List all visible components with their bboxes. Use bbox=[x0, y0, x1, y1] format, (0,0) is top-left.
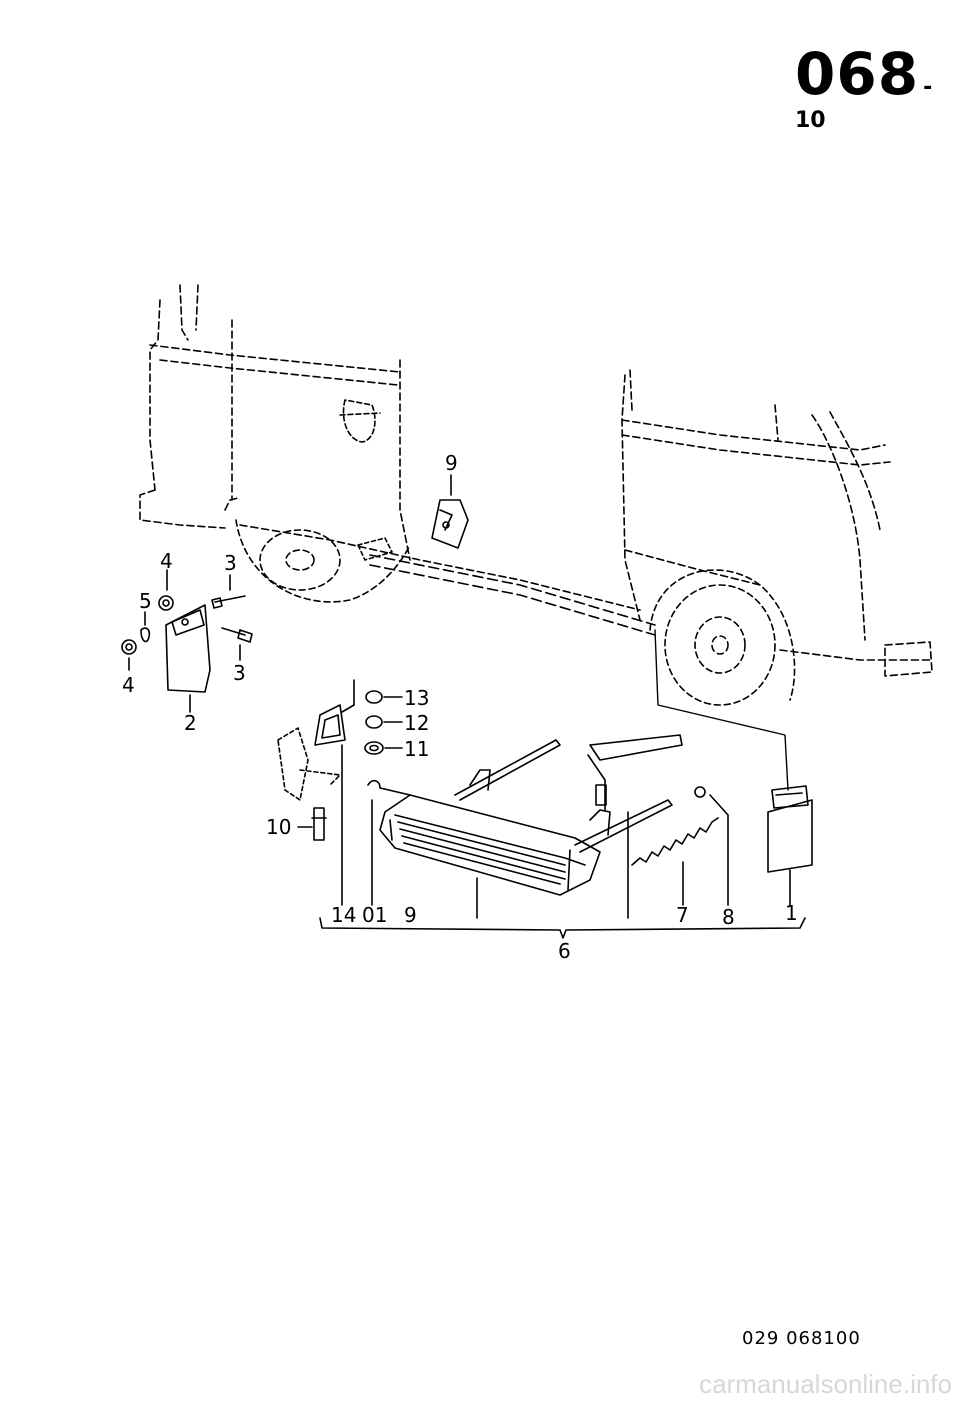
part-2-rear-mud-flap bbox=[165, 604, 211, 693]
callout-14: 14 bbox=[331, 903, 356, 927]
image-reference-code: 029 068100 bbox=[742, 1328, 861, 1349]
callout-7: 7 bbox=[676, 903, 689, 927]
vehicle-front-body bbox=[621, 369, 933, 677]
part-01-clip bbox=[367, 779, 411, 906]
callout-2: 2 bbox=[184, 711, 197, 735]
body-sill-line bbox=[369, 554, 656, 636]
callout-6: 6 bbox=[558, 939, 571, 963]
assembly-bracket-6 bbox=[319, 917, 806, 939]
part-11-washer bbox=[364, 741, 403, 755]
page-number: 068- 10 bbox=[795, 40, 960, 133]
callout-4-upper: 4 bbox=[160, 549, 173, 573]
callout-4-lower: 4 bbox=[122, 673, 135, 697]
part-4-nut-lower bbox=[121, 639, 137, 671]
part-6-running-board bbox=[379, 794, 601, 896]
callout-3-upper: 3 bbox=[224, 551, 237, 575]
watermark: carmanualsonline.info bbox=[699, 1369, 952, 1399]
callout-13: 13 bbox=[404, 686, 429, 710]
part-9-bracket-top bbox=[431, 474, 469, 549]
callout-8: 8 bbox=[722, 905, 735, 929]
callout-12: 12 bbox=[404, 711, 429, 735]
part-5-washer bbox=[140, 611, 151, 643]
assembly-leader-lines bbox=[476, 811, 629, 919]
callout-5: 5 bbox=[139, 589, 152, 613]
callout-labels: 9 4 3 5 4 3 2 13 12 11 10 14 01 9 7 8 1 … bbox=[122, 451, 798, 963]
leader-front-flap bbox=[654, 629, 789, 791]
vehicle-rear-body bbox=[139, 284, 641, 611]
part-14-support-plate bbox=[314, 679, 355, 906]
part-4-nut-upper bbox=[158, 569, 174, 611]
page-number-main: 068 bbox=[795, 40, 920, 108]
part-12-nut bbox=[365, 715, 403, 729]
callout-01: 01 bbox=[362, 903, 387, 927]
rear-wheel bbox=[235, 519, 411, 603]
body-mount-bracket bbox=[357, 537, 393, 561]
callout-10: 10 bbox=[266, 815, 291, 839]
callout-1: 1 bbox=[785, 901, 798, 925]
part-1-front-mud-flap bbox=[767, 785, 813, 906]
running-board-arms bbox=[454, 734, 683, 853]
front-wheel bbox=[649, 569, 796, 706]
part-3-bolt-upper bbox=[211, 574, 246, 609]
part-7-spring bbox=[631, 817, 719, 906]
callout-3-lower: 3 bbox=[233, 661, 246, 685]
callout-11: 11 bbox=[404, 737, 429, 761]
side-bracket-hinge bbox=[277, 727, 341, 801]
door-handle-outline bbox=[339, 399, 381, 443]
callout-9-top: 9 bbox=[445, 451, 458, 475]
part-10-bolt bbox=[297, 807, 327, 841]
part-8-bushing bbox=[694, 786, 729, 906]
page-number-sub: - 10 bbox=[795, 75, 933, 133]
part-3-bolt-lower bbox=[221, 627, 253, 661]
page-number-sub-value: 10 bbox=[795, 108, 826, 133]
part-13-nut bbox=[365, 690, 403, 704]
callout-9-bottom: 9 bbox=[404, 903, 417, 927]
